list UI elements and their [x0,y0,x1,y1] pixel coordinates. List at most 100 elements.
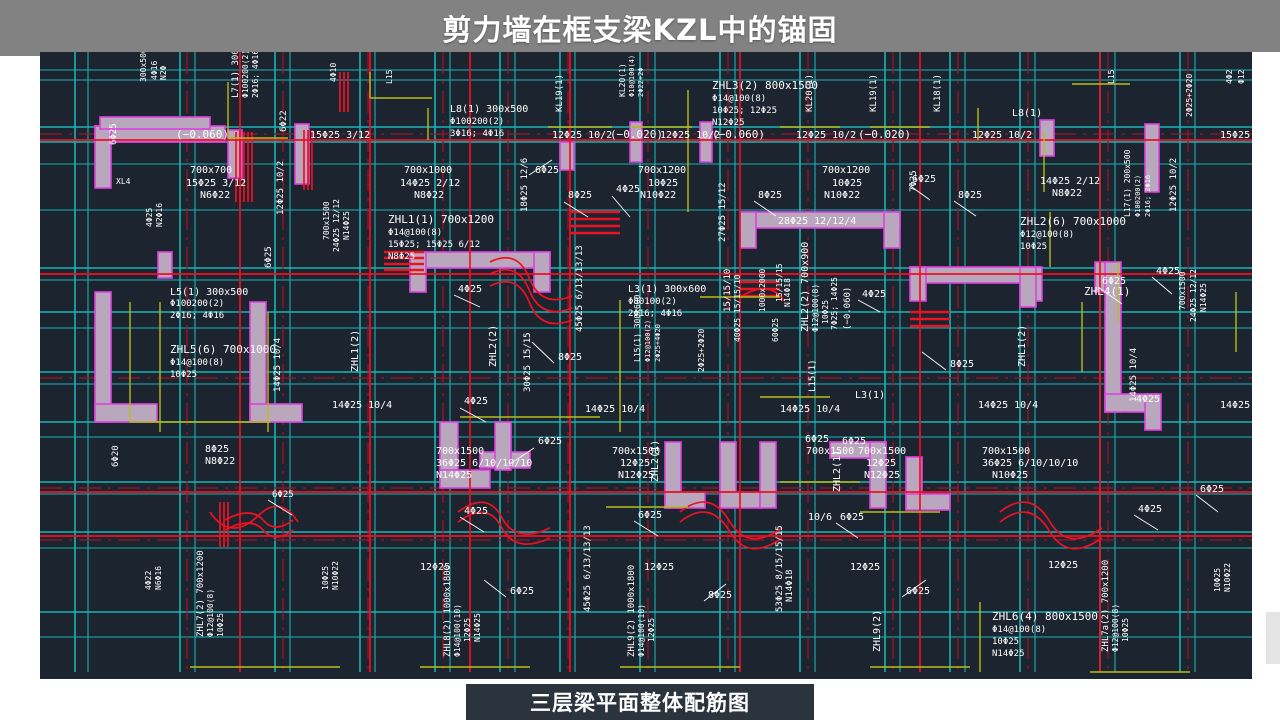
cad-label: 10Φ25 [216,613,225,637]
cad-label: 7Φ25; 14Φ25 [830,277,839,330]
cad-label: 6Φ25 [638,510,662,521]
cad-label: 4Φ2 [1225,69,1234,84]
caption-banner: 三层梁平面整体配筋图 [466,684,814,720]
cad-drawing-canvas[interactable]: .cy{stroke:#19b3b3;fill:none;stroke-widt… [40,52,1252,679]
cad-label: 700x1500 [436,446,484,457]
cad-label: N10Φ22 [1223,563,1232,592]
cad-label: Φ14@100(8) [388,228,442,238]
cad-label: N14Φ25 [992,649,1025,659]
cad-label: 4Φ22 [144,571,153,590]
cad-label: 8Φ25 [708,590,732,601]
cad-label: 10Φ25 [648,178,678,189]
cad-label: Φ14@100(8) [170,358,224,368]
cad-label: ZHL4(1) [1084,285,1130,298]
cad-label: 6Φ25 [805,434,829,445]
cad-label: N10Φ22 [824,190,860,201]
cad-label: 24Φ25 12/12 [332,199,341,252]
cad-label: 3Φ16; 4Φ16 [450,129,504,139]
cad-label: 700x1500 [322,201,331,240]
cad-label: 8Φ25 [758,190,782,201]
cad-label: N10Φ25 [992,470,1028,481]
cad-label: Φ12@100(8) [1020,230,1074,240]
cad-label: 12Φ25 10/2 [972,130,1032,141]
cad-label: L3(1) 300x600 [628,284,706,295]
cad-label: Φ12 [1237,69,1246,84]
cad-label: 4Φ25 [862,289,886,300]
cad-label: ZHL2(1) [650,440,661,482]
cad-label: 8Φ25 [950,359,974,370]
title-banner: 剪力墙在框支梁KZL中的锚固 [0,0,1280,56]
cad-label: 14Φ25 2/12 [400,178,460,189]
cad-label: Φ12@100(8) [206,589,215,637]
cad-label: 4Φ16 [150,61,159,80]
cad-label: 6Φ25 [264,246,274,268]
cad-label: N8Φ22 [1052,188,1082,199]
axis-centerlines [40,52,1252,672]
cad-label: 6Φ25 [840,512,864,523]
cad-label: ZHL7(2) 700x1200 [196,550,206,637]
cad-label: KL18(1) [933,74,943,112]
cad-label: 2Φ16; 4Φ16 [628,309,682,319]
cad-label: (−0.060) [176,128,229,141]
cad-label: 700x1500 [612,446,660,457]
anchorage-rebar-curves [209,257,1103,550]
cad-label: 700x700 [190,165,232,176]
cad-label: N12Φ25 [712,118,745,128]
cad-label: 15Φ25 3/12 [310,130,370,141]
cad-label: 14Φ25 10/4 [1220,400,1252,411]
cad-label: 6Φ22 [279,110,289,132]
cad-label: (−0.020) [858,128,911,141]
cad-label: 2Φ16; 2Φ16 [1144,175,1152,217]
cad-label: Φ14@100(8) [992,625,1046,635]
right-scroll-thumb[interactable] [1266,612,1280,664]
cad-label: 300x500 [139,52,148,82]
cad-label: 6Φ25 [109,123,119,145]
cad-label: 2Φ25+2Φ20 [697,328,706,372]
cad-label: 60Φ25 [771,318,780,342]
cad-label: 4Φ25 [616,184,640,195]
cad-label: 14Φ25 10/4 [585,404,645,415]
cad-label: Φ14@100(10) [453,604,462,657]
cad-label: L3(1) [855,390,885,401]
cad-label: L7(1) 300x500 [231,52,241,98]
cad-label: Φ12@100(8) [811,284,820,332]
cad-label: 700x1500 [858,446,906,457]
cad-label: L15(1) 300x600 [633,294,642,362]
cad-label: 27Φ25 15/12 [718,182,728,242]
cad-label: ZHL3(2) 800x1500 [712,79,818,92]
cad-label: 6Φ25 [272,490,294,500]
cad-label: 6Φ25 [1200,484,1224,495]
cad-label: L15 [385,69,394,84]
cad-label: KL20(1) [805,74,815,112]
cad-label: 12Φ25 [620,458,650,469]
cad-label: 700x1000 [404,165,452,176]
reinforcement-lines [40,52,1252,672]
cad-label: 4Φ25 [464,396,488,407]
cad-label: Φ100200(2) [450,117,504,127]
cad-label: 12Φ25 [644,562,674,573]
cad-label: Φ100200(2) [1134,175,1142,217]
cad-label: 8Φ25 [958,190,982,201]
cad-label: 14Φ25 2/12 [1040,176,1100,187]
cad-label: 45Φ25 6/13/13/13 [583,525,593,612]
page-title: 剪力墙在框支梁KZL中的锚固 [442,13,838,47]
cad-label: N14Φ25 [473,613,482,642]
cad-label: (−0.060) [712,128,765,141]
cad-label: ZHL6(4) 800x1500 [992,610,1098,623]
cad-label: ZHL1(2) [1017,325,1028,367]
cad-label: 10Φ25 [1020,242,1047,252]
cad-label: 8Φ25 [558,352,582,363]
cad-label: 36Φ25 6/10/10/10 [982,458,1078,469]
cad-label: L8(1) 300x500 [450,104,528,115]
cad-label: 24Φ25 12/12 [1189,269,1198,322]
cad-label: 15Φ25 3/12 [186,178,246,189]
cad-label: N8Φ25 [388,252,415,262]
cad-label: XL4 [116,177,131,186]
cad-label: 6Φ20 [111,445,121,467]
cad-label: 2Φ22+2Φ [637,67,645,97]
cad-label: 14Φ25 10/4 [978,400,1038,411]
cad-label: 14Φ25 10/4 [273,338,283,392]
cad-label: 6Φ25 [912,174,936,185]
cad-label: 8Φ25 [205,444,229,455]
